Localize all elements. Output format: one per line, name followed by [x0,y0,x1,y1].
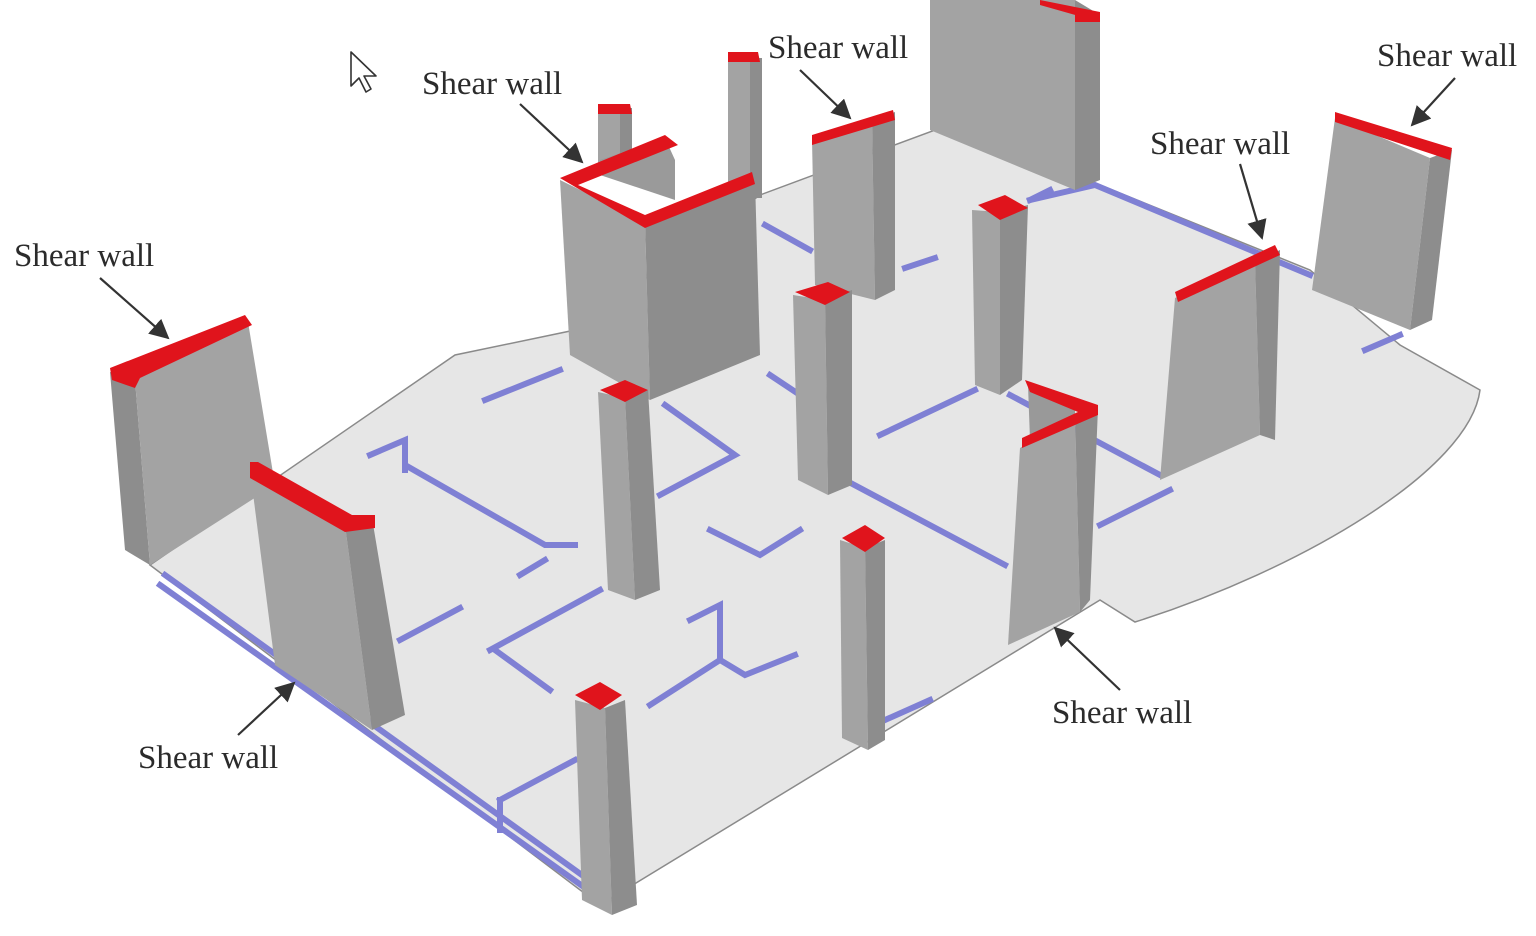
label-shear-wall-core: Shear wall [422,66,562,102]
shear-wall-right-back [1312,112,1452,330]
label-shear-wall-right-mid: Shear wall [1150,126,1290,162]
column-center-right [972,195,1028,395]
column-mid-left [598,380,660,600]
column-front-left [575,682,637,915]
shear-wall-back-center [930,0,1100,190]
callout-arrows [99,69,1456,736]
beam-network [155,181,1404,900]
shear-wall-front-right [1008,380,1098,645]
shear-wall-left [110,315,275,565]
label-shear-wall-left: Shear wall [14,238,154,274]
column-back-2 [728,52,762,198]
label-shear-wall-right-back: Shear wall [1377,38,1517,74]
column-center-tall [793,282,852,495]
shear-wall-center-back [812,110,895,300]
label-shear-wall-left-front: Shear wall [138,740,278,776]
column-front-center [840,525,885,750]
shear-wall-left-front [250,462,405,730]
label-shear-wall-front-right: Shear wall [1052,695,1192,731]
shear-wall-right-mid [1160,245,1280,480]
shear-wall-core [560,135,760,400]
mouse-pointer-icon [350,51,377,93]
label-shear-wall-center-back: Shear wall [768,30,908,66]
